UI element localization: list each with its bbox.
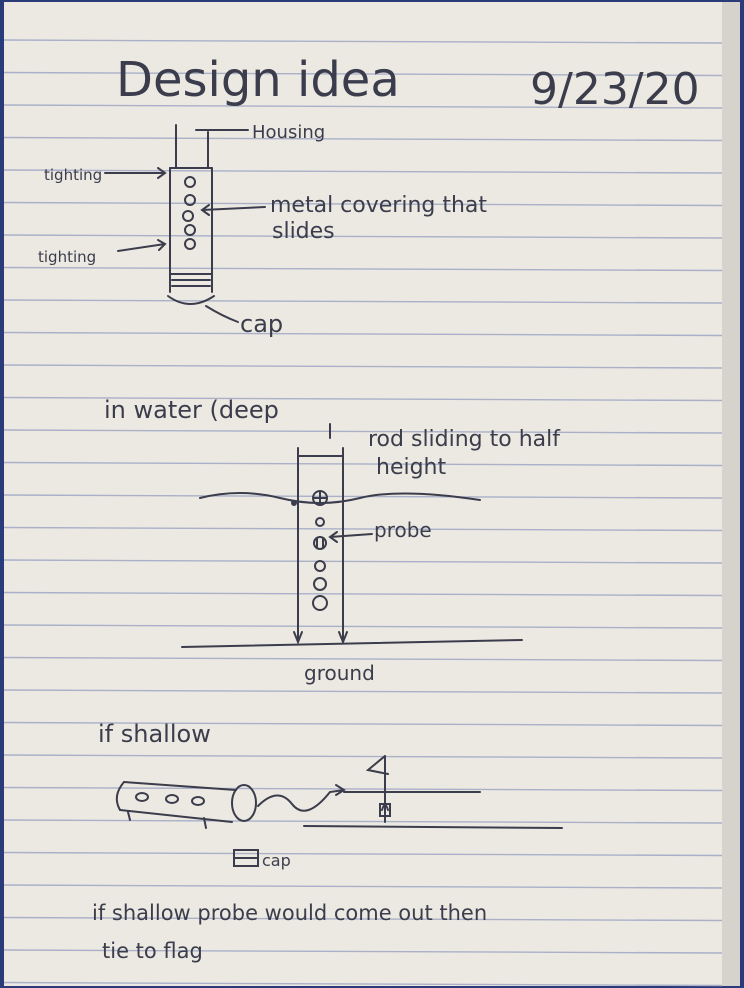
ruled-line: [3, 884, 723, 889]
paper: [4, 2, 740, 986]
ruled-line: [3, 39, 723, 44]
ruled-line: [3, 981, 723, 987]
rod-sliding-label-1: rod sliding to half: [368, 427, 561, 452]
tightening-label-top: tighting: [44, 166, 102, 184]
ruled-line: [3, 364, 723, 369]
metal-covering-label-1: metal covering that: [270, 193, 487, 218]
ruled-line: [3, 819, 723, 824]
paper-shadow-right: [722, 2, 740, 986]
ruled-line: [3, 559, 723, 564]
ruled-line: [3, 169, 723, 174]
ruled-line: [3, 721, 723, 727]
ruled-line: [3, 136, 723, 142]
tightening-label-bottom: tighting: [38, 248, 96, 266]
ruled-line: [3, 299, 723, 304]
housing-label: Housing: [252, 122, 325, 143]
rod-sliding-label-2: height: [376, 455, 446, 480]
metal-covering-label-2: slides: [272, 219, 335, 244]
shallow-sketch: [115, 755, 563, 867]
ruled-line: [3, 754, 723, 759]
note-line-1: if shallow probe would come out then: [92, 901, 487, 925]
cap-label-1: cap: [240, 310, 283, 338]
deep-water-sketch: [181, 423, 523, 648]
ruled-line: [3, 624, 723, 629]
deep-water-heading: in water (deep: [104, 396, 279, 424]
ruled-line: [3, 461, 723, 467]
note-line-2: tie to flag: [102, 939, 203, 963]
ruled-line: [3, 591, 723, 597]
ruled-line: [3, 396, 723, 402]
ruled-line: [3, 331, 723, 337]
ruled-line: [3, 656, 723, 662]
cap-label-2: cap: [262, 851, 291, 870]
ruled-line: [3, 429, 723, 434]
page-title: Design idea: [116, 52, 400, 108]
housing-sketch: [104, 124, 266, 323]
ruled-line: [3, 689, 723, 694]
ruled-line: [3, 266, 723, 272]
ground-label: ground: [304, 661, 375, 685]
ruled-line: [3, 201, 723, 207]
ruled-line: [3, 104, 723, 109]
shallow-heading: if shallow: [98, 720, 211, 748]
ruled-line: [3, 851, 723, 857]
probe-label: probe: [374, 518, 432, 542]
page-date: 9/23/20: [530, 64, 700, 115]
ruled-line: [3, 526, 723, 532]
ruled-line: [3, 786, 723, 792]
ruled-line: [3, 234, 723, 239]
ruled-line: [3, 949, 723, 954]
ruled-line: [3, 71, 723, 77]
ruled-line: [3, 916, 723, 922]
